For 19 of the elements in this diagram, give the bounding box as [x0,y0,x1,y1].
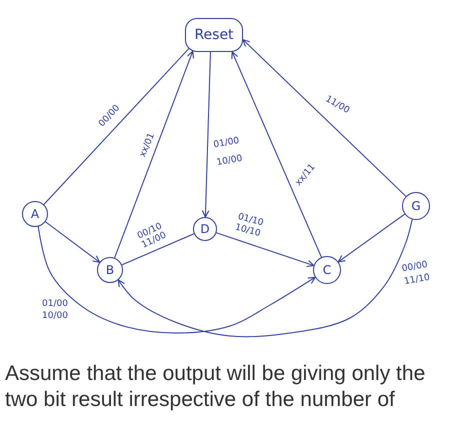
transition-arrow [231,51,322,258]
state-circle: G [402,192,430,220]
state-box: Reset [185,18,243,52]
state-circle: A [22,201,48,227]
caption-text: Assume that the output will be giving only the two bit result irrespective of the number of [5,361,426,413]
transition-arrow [44,221,100,263]
transition-arrow [118,218,413,338]
transition-arrow [216,232,314,268]
state-circle: D [193,217,217,241]
transition-arrow [202,52,211,218]
state-circle: C [313,256,341,284]
transition-arrow [114,50,194,258]
transition-arrow [338,214,406,262]
transition-line [121,233,194,266]
transition-line [43,48,190,205]
edge-label: 01/00 10/00 [41,298,69,322]
state-circle: B [97,257,123,283]
transition-arrow [242,39,406,197]
transition-arrow [38,226,316,334]
